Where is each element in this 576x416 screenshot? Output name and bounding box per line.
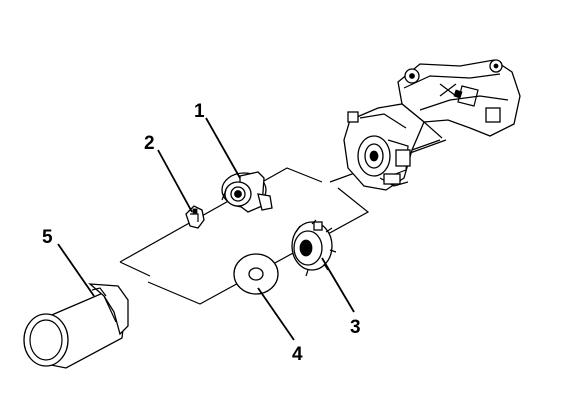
part-5-component: [23, 283, 129, 369]
leader-line-3: [321, 257, 355, 313]
part-1-component: [221, 171, 273, 213]
callout-4: 4: [292, 344, 303, 365]
part-2-component: [185, 205, 205, 229]
leader-line-2: [157, 149, 193, 213]
leader-line-4: [257, 287, 295, 341]
callout-3: 3: [350, 317, 361, 338]
part-4-component: [233, 253, 279, 295]
callout-1: 1: [194, 101, 205, 122]
part-3-component: [291, 219, 337, 277]
callout-2: 2: [144, 133, 155, 154]
leader-lines: [57, 117, 355, 341]
column-housing: [343, 59, 521, 191]
leader-line-5: [57, 243, 95, 297]
leader-line-1: [205, 117, 241, 179]
callout-5: 5: [42, 227, 53, 248]
